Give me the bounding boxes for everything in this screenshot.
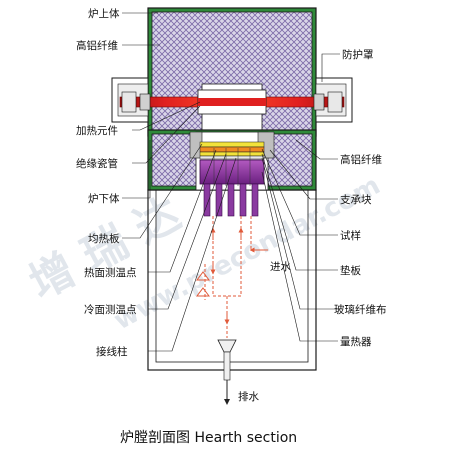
insulating-tube-right	[327, 91, 343, 113]
label-pad: 垫板	[340, 264, 361, 277]
label-heating-element: 加热元件	[76, 124, 118, 137]
soaking-plate	[199, 141, 265, 148]
label-alumina-fiber-bottom: 高铝纤维	[340, 153, 382, 166]
label-hot-face-tc: 热面测温点	[84, 266, 137, 279]
watermark: 增 瑞 达 www.precondar.com	[21, 170, 385, 336]
leader-lines	[122, 12, 340, 352]
label-glass-fiber-cloth: 玻璃纤维布	[334, 303, 387, 316]
label-water-out: 排水	[238, 390, 259, 403]
temperature-points	[196, 271, 210, 297]
label-support-block: 支承块	[340, 194, 372, 206]
label-furnace-upper: 炉上体	[88, 8, 120, 20]
pad	[199, 151, 265, 157]
heating-element	[119, 89, 345, 115]
diagram-caption: 炉膛剖面图 Hearth section	[120, 430, 297, 446]
insulating-tube-left	[121, 91, 137, 113]
furnace-upper-body	[147, 7, 317, 141]
label-terminal: 接线柱	[96, 345, 128, 358]
label-cold-face-tc: 冷面测温点	[84, 303, 137, 316]
drain-funnel	[217, 339, 237, 381]
label-insulating-tube: 绝缘瓷管	[76, 157, 118, 170]
glass-fiber-cloth	[199, 155, 265, 160]
specimen-stack	[199, 141, 265, 160]
label-specimen: 试样	[340, 229, 361, 242]
specimen	[199, 146, 265, 153]
label-alumina-fiber-top: 高铝纤维	[76, 39, 118, 52]
label-water-in: 进水	[270, 261, 291, 273]
label-furnace-lower: 炉下体	[88, 193, 120, 205]
labels: 炉上体 高铝纤维 防护罩 加热元件 绝缘瓷管 炉下体 均热板 热面测温点 冷面测…	[76, 8, 387, 403]
label-soaking-plate: 均热板	[88, 232, 120, 245]
calorimeter	[199, 159, 265, 217]
label-shield: 防护罩	[342, 48, 374, 61]
label-calorimeter: 量热器	[340, 335, 372, 348]
